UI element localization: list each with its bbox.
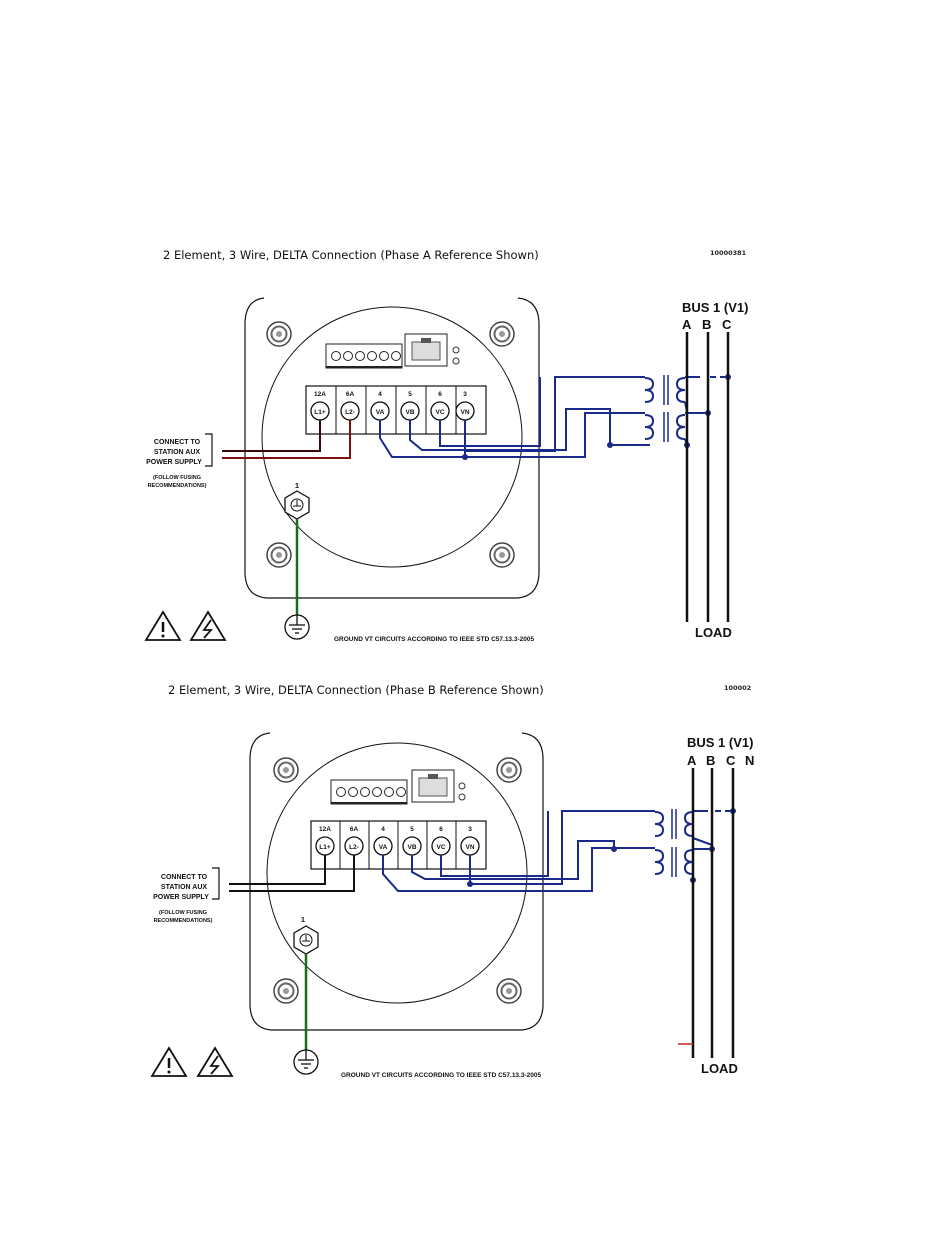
ground-stud-icon [293, 925, 319, 955]
load-label: LOAD [701, 1061, 738, 1076]
drawing-reference-number: 100002 [724, 684, 751, 692]
terminal-number: 3 [463, 391, 467, 398]
caution-warning-icon [144, 610, 182, 641]
status-led-icon [452, 346, 460, 365]
ground-note: GROUND VT CIRCUITS ACCORDING TO IEEE STD… [334, 636, 534, 643]
terminal-label: L2- [349, 844, 359, 851]
status-led-icon [458, 782, 466, 801]
terminal-number: 6A [346, 391, 355, 398]
bus-phase-label: C [726, 753, 736, 768]
bus-phase-label: B [702, 317, 711, 332]
fusing-note: (FOLLOW FUSING [153, 475, 201, 481]
mounting-screw-icon [496, 757, 522, 783]
terminal-label: L2- [345, 409, 355, 416]
meter-body-circle [261, 306, 523, 568]
caution-warning-icon [150, 1046, 188, 1077]
voltage-transformer-icon [644, 412, 708, 446]
terminal-number: 6 [439, 826, 443, 833]
supply-note: CONNECT TO [161, 874, 208, 881]
terminal-label: VB [405, 409, 414, 416]
terminal-number: 5 [408, 391, 412, 398]
terminal-vc: 6 VC [431, 826, 451, 856]
meter-body-circle [266, 742, 528, 1004]
terminal-label: VN [460, 409, 469, 416]
mounting-screw-icon [496, 978, 522, 1004]
ground-stud-icon [284, 490, 310, 520]
bus-phase-label: A [687, 753, 697, 768]
fusing-note: RECOMMENDATIONS) [148, 483, 207, 489]
supply-note: POWER SUPPLY [153, 894, 209, 901]
diagram-phase-b: 2 Element, 3 Wire, DELTA Connection (Pha… [150, 683, 754, 1079]
terminal-label: VA [376, 409, 385, 416]
mounting-screw-icon [266, 321, 292, 347]
terminal-label: VN [465, 844, 474, 851]
terminal-label: VC [436, 844, 445, 851]
bus-phase-label: A [682, 317, 692, 332]
diagram-title: 2 Element, 3 Wire, DELTA Connection (Pha… [168, 683, 544, 697]
bus-lines [691, 768, 735, 1058]
supply-wire [212, 855, 355, 900]
supply-note: POWER SUPPLY [146, 459, 202, 466]
terminal-vb: 5 VB [402, 826, 422, 856]
drawing-reference-number: 10000381 [710, 249, 747, 257]
terminal-number: 12A [314, 391, 326, 398]
terminal-number: 4 [378, 391, 382, 398]
diagram-title: 2 Element, 3 Wire, DELTA Connection (Pha… [163, 248, 539, 262]
earth-ground-icon [293, 1049, 319, 1075]
terminal-number: 3 [468, 826, 472, 833]
terminal-label: VA [379, 844, 388, 851]
ground-note: GROUND VT CIRCUITS ACCORDING TO IEEE STD… [341, 1072, 541, 1079]
ground-terminal-number: 1 [295, 481, 299, 490]
fusing-note: RECOMMENDATIONS) [154, 918, 213, 924]
supply-note: STATION AUX [154, 449, 200, 456]
terminal-l1-plus: 12A L1+ [315, 826, 335, 856]
terminal-l2-minus: 6A L2- [344, 826, 364, 856]
ethernet-port-icon [404, 333, 448, 367]
terminal-vb: 5 VB [400, 391, 420, 421]
electrical-hazard-icon [196, 1046, 234, 1077]
bus-phase-label: N [745, 753, 754, 768]
terminal-number: 5 [410, 826, 414, 833]
voltage-wiring [379, 376, 650, 460]
mounting-screw-icon [273, 757, 299, 783]
ethernet-port-icon [411, 769, 455, 803]
electrical-hazard-icon [189, 610, 227, 641]
earth-ground-icon [284, 614, 310, 640]
terminal-label: L1+ [314, 409, 326, 416]
terminal-vc: 6 VC [430, 391, 450, 421]
supply-note: STATION AUX [161, 884, 207, 891]
diagram-phase-a: 2 Element, 3 Wire, DELTA Connection (Pha… [144, 248, 748, 643]
comm-terminal-block [330, 779, 408, 805]
fusing-note: (FOLLOW FUSING [159, 910, 207, 916]
bus-phase-label: C [722, 317, 732, 332]
bus-title: BUS 1 (V1) [687, 735, 753, 750]
terminal-label: VC [435, 409, 444, 416]
voltage-transformer-icon [644, 375, 728, 413]
mounting-screw-icon [489, 542, 515, 568]
bus-title: BUS 1 (V1) [682, 300, 748, 315]
supply-wire [205, 420, 351, 467]
mounting-screw-icon [266, 542, 292, 568]
meter-housing-outline [249, 732, 544, 1031]
voltage-transformer-icon [654, 847, 712, 880]
mounting-screw-icon [489, 321, 515, 347]
terminal-number: 12A [319, 826, 331, 833]
terminal-number: 4 [381, 826, 385, 833]
terminal-label: VB [407, 844, 416, 851]
meter-housing-outline [244, 297, 540, 599]
load-label: LOAD [695, 625, 732, 640]
terminal-vn: 3 VN [455, 391, 475, 421]
bus-phase-label: B [706, 753, 715, 768]
mounting-screw-icon [273, 978, 299, 1004]
voltage-wiring [382, 810, 655, 892]
terminal-label: L1+ [319, 844, 331, 851]
bus-lines [685, 332, 730, 622]
comm-terminal-block [325, 343, 403, 369]
ground-terminal-number: 1 [301, 915, 305, 924]
terminal-number: 6 [438, 391, 442, 398]
supply-note: CONNECT TO [154, 439, 201, 446]
voltage-transformer-icon [654, 809, 733, 846]
terminal-number: 6A [350, 826, 359, 833]
